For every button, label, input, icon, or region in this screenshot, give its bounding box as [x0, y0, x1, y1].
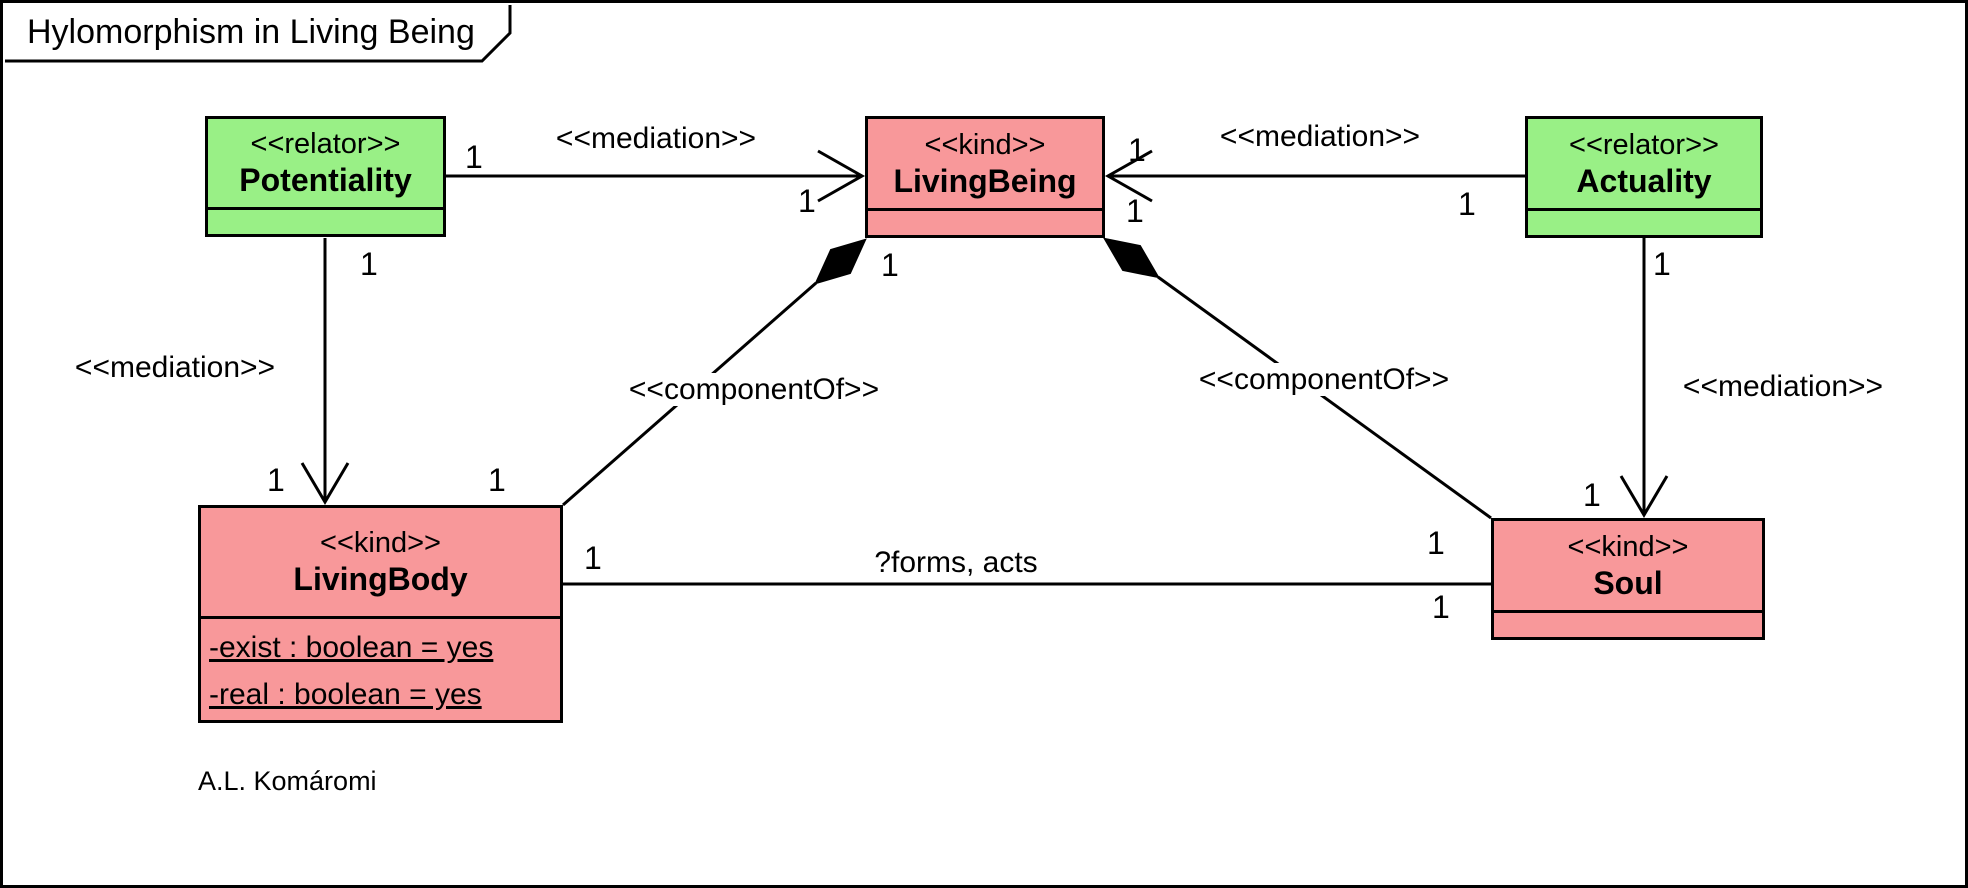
multiplicity-soul-componentof: 1 [1427, 525, 1445, 561]
class-livingbeing[interactable]: <<kind>> LivingBeing [865, 116, 1105, 238]
multiplicity-potentiality-vertical-top: 1 [360, 246, 378, 282]
class-livingbeing-stereotype: <<kind>> [924, 128, 1046, 161]
class-soul[interactable]: <<kind>> Soul [1491, 518, 1765, 640]
multiplicity-soul-vertical-bottom: 1 [1583, 477, 1601, 513]
label-mediation-top-left: <<mediation>> [555, 122, 757, 155]
filled-diamond-icon [1103, 237, 1160, 279]
open-arrowhead-icon [1104, 149, 1153, 203]
class-soul-empty-compartment [1494, 610, 1762, 637]
connector-layer [5, 5, 1669, 586]
class-livingbody[interactable]: <<kind>> LivingBody -exist : boolean = y… [198, 505, 563, 723]
multiplicity-livingbeing-right-mediation-top: 1 [1128, 132, 1146, 168]
multiplicity-livingbeing-left-mediation: 1 [798, 183, 816, 219]
label-componentof-right: <<componentOf>> [1179, 363, 1469, 396]
filled-diamond-icon [814, 238, 867, 285]
class-livingbeing-empty-compartment [868, 208, 1102, 235]
class-actuality-stereotype: <<relator>> [1569, 128, 1719, 161]
open-arrowhead-icon [1619, 475, 1669, 518]
class-potentiality[interactable]: <<relator>> Potentiality [205, 116, 446, 237]
class-livingbody-stereotype: <<kind>> [320, 527, 441, 559]
class-actuality-header: <<relator>> Actuality [1528, 119, 1760, 208]
class-actuality-empty-compartment [1528, 208, 1760, 235]
attribute-exist: -exist : boolean = yes [209, 631, 494, 664]
mediation-potentiality-livingbody-connector[interactable] [300, 238, 350, 505]
label-forms-acts: ?forms, acts [874, 546, 1038, 579]
multiplicity-potentiality-mediation: 1 [465, 139, 483, 175]
componentof-soul-livingbeing-connector[interactable] [1103, 237, 1492, 520]
multiplicity-livingbody-componentof: 1 [488, 462, 506, 498]
class-livingbody-name: LivingBody [293, 561, 468, 597]
class-livingbody-attributes-compartment: -exist : boolean = yes -real : boolean =… [201, 616, 560, 720]
attribute-real: -real : boolean = yes [209, 678, 482, 711]
class-potentiality-stereotype: <<relator>> [250, 128, 401, 160]
label-mediation-left: <<mediation>> [74, 351, 276, 384]
mediation-potentiality-livingbeing-connector[interactable] [446, 149, 866, 203]
label-mediation-right: <<mediation>> [1682, 370, 1884, 403]
open-arrowhead-icon [300, 462, 350, 505]
class-potentiality-empty-compartment [208, 207, 443, 234]
multiplicity-actuality-vertical-top: 1 [1653, 246, 1671, 282]
class-soul-name: Soul [1593, 564, 1663, 601]
multiplicity-soul-forms-acts: 1 [1432, 589, 1450, 625]
open-arrowhead-icon [817, 149, 866, 203]
class-livingbeing-name: LivingBeing [893, 162, 1077, 199]
diagram-title: Hylomorphism in Living Being [27, 13, 475, 51]
class-soul-stereotype: <<kind>> [1567, 530, 1689, 563]
multiplicity-actuality-mediation: 1 [1458, 186, 1476, 222]
mediation-actuality-livingbeing-connector[interactable] [1104, 149, 1525, 203]
multiplicity-livingbeing-right-mediation-bottom: 1 [1126, 193, 1144, 229]
class-actuality[interactable]: <<relator>> Actuality [1525, 116, 1763, 238]
multiplicity-livingbody-vertical-bottom: 1 [267, 462, 285, 498]
multiplicity-livingbody-forms-acts: 1 [584, 540, 602, 576]
class-potentiality-name: Potentiality [239, 162, 412, 198]
class-soul-header: <<kind>> Soul [1494, 521, 1762, 610]
class-actuality-name: Actuality [1576, 162, 1712, 199]
label-componentof-left: <<componentOf>> [609, 373, 899, 406]
label-mediation-top-right: <<mediation>> [1219, 120, 1421, 153]
class-livingbody-header: <<kind>> LivingBody [201, 508, 560, 616]
class-potentiality-header: <<relator>> Potentiality [208, 119, 443, 207]
frame-title-tab-outline [5, 5, 512, 63]
author-credit: A.L. Komáromi [198, 766, 377, 796]
class-livingbeing-header: <<kind>> LivingBeing [868, 119, 1102, 208]
mediation-actuality-soul-connector[interactable] [1619, 238, 1669, 518]
multiplicity-livingbeing-componentof-left: 1 [881, 247, 899, 283]
